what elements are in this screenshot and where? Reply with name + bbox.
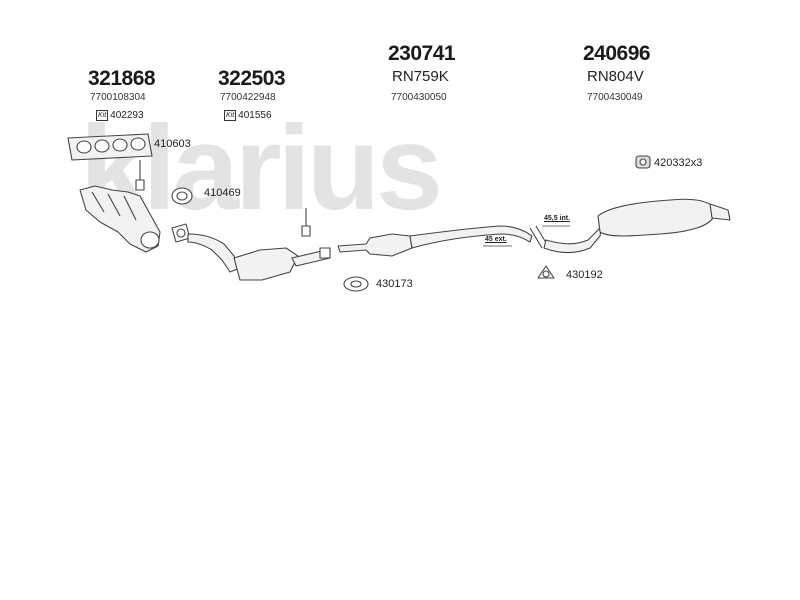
gasket-ring-icon: [171, 187, 193, 205]
dimension-int-label: 45,5 int.: [544, 215, 571, 222]
kit-number: 401556: [238, 110, 272, 121]
middle-pipe-icon: [337, 225, 533, 257]
part-321868-header: 321868: [88, 67, 156, 91]
part-number: 322503: [218, 67, 286, 90]
part-322503-ref: 7700422948: [220, 92, 276, 103]
part-321868-ref: 7700108304: [90, 92, 146, 103]
catalytic-converter-front-icon: [187, 233, 331, 281]
fitting-430192-label: 430192: [566, 269, 603, 281]
fitting-430173-label: 430173: [376, 278, 413, 290]
part-240696-ref: 7700430049: [587, 92, 643, 103]
kit-number: 402293: [110, 110, 144, 121]
fitting-410469-label: 410469: [204, 187, 241, 199]
clamp-430192-icon: [537, 265, 555, 279]
gasket-430173-icon: [343, 276, 369, 292]
rubber-hanger-icon: [635, 155, 651, 169]
fitting-420332-label: 420332x3: [654, 157, 703, 169]
part-230741-ref: 7700430050: [391, 92, 447, 103]
part-number: 230741: [388, 42, 456, 65]
kit-badge: Kit: [96, 110, 109, 121]
part-230741-header: 230741: [388, 42, 456, 66]
part-240696-header: 240696: [583, 42, 651, 66]
part-230741-code: RN759K: [392, 68, 449, 85]
part-322503-header: 322503: [218, 67, 286, 91]
manifold-gasket-icon: [67, 133, 153, 161]
part-number: 321868: [88, 67, 156, 90]
part-322503-kit: Kit 401556: [224, 110, 272, 121]
flange-gasket-icon: [171, 223, 191, 243]
rear-silencer-icon: [543, 198, 731, 254]
kit-badge: Kit: [224, 110, 237, 121]
dimension-ext-label: 45 ext.: [485, 236, 507, 243]
exhaust-manifold-icon: [79, 185, 161, 253]
part-number: 240696: [583, 42, 651, 65]
part-321868-kit: Kit 402293: [96, 110, 144, 121]
lambda-sensor-icon: [135, 160, 311, 237]
fitting-410603-label: 410603: [154, 138, 191, 150]
part-240696-code: RN804V: [587, 68, 644, 85]
